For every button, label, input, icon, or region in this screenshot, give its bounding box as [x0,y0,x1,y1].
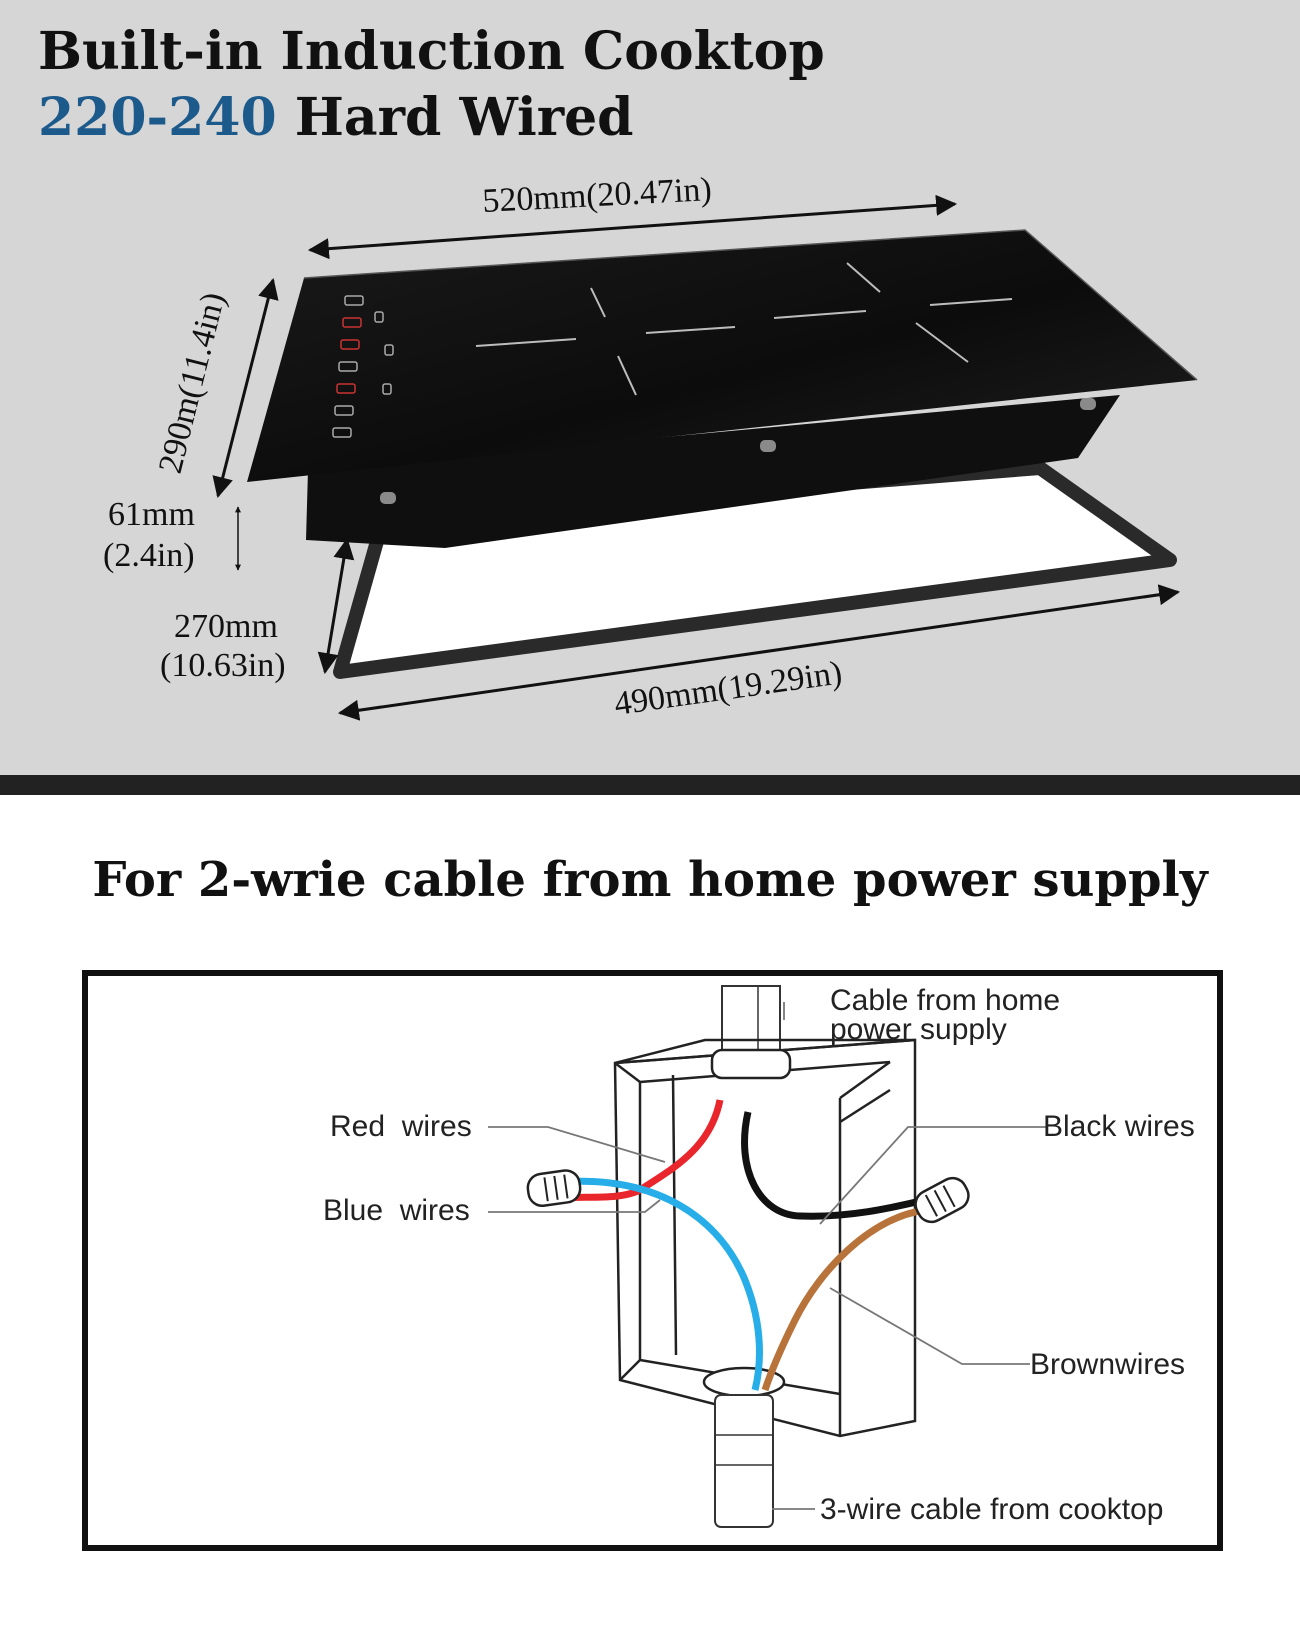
product-title: Built-in Induction Cooktop [38,21,825,82]
control-key [344,295,364,306]
wiring-heading: For 2-wrie cable from home power supply [92,852,1208,908]
top-width-arrow [307,194,958,260]
cutout-width-label: 490mm(19.29in) [612,654,844,723]
control-key [332,427,352,438]
top-width-label: 520mm(20.47in) [481,171,712,220]
mounting-screw [380,492,396,504]
control-key [384,344,394,356]
product-subtitle: 220-240 Hard Wired [38,88,634,148]
mounting-screw [760,440,776,452]
cutout-depth-in-label: (10.63in) [160,647,286,684]
control-key [334,405,354,416]
control-key [336,383,356,394]
glass-edge-highlight [303,229,1198,381]
burner-marks [475,262,1013,396]
control-key [374,311,384,323]
depth-arrow [212,277,279,499]
cutout-width-arrow [337,584,1181,721]
mounting-screw [1080,398,1096,410]
touch-control-panel [332,295,394,438]
cutout-depth-arrow [317,537,355,675]
control-key [340,339,360,350]
hard-wired-label: Hard Wired [276,87,634,148]
control-key [338,361,358,372]
height-mm-label: 61mm [108,496,195,533]
cutout-depth-mm-label: 270mm [174,608,278,645]
cooktop-dimension-drawing: 520mm(20.47in) 290m(11.4in) 61mm (2.4in)… [103,171,1198,723]
voltage-label: 220-240 [38,87,277,148]
control-key [342,317,362,328]
cooktop-glass-top [247,230,1197,482]
section-divider [0,775,1300,795]
control-key [382,383,392,395]
height-in-label: (2.4in) [103,537,195,574]
depth-label: 290m(11.4in) [152,289,233,477]
wiring-panel [0,795,1300,1625]
cooktop-underbody [306,395,1120,548]
